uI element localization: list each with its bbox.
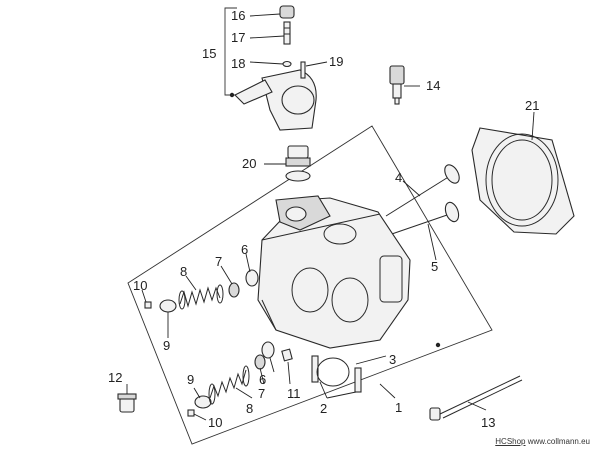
thermostat-cap-16: [279, 5, 295, 19]
screw-19: [300, 61, 306, 79]
callout-9-upper: 9: [163, 338, 170, 353]
valve-5: [385, 201, 460, 237]
callout-13: 13: [481, 415, 495, 430]
pin-11: [281, 348, 293, 362]
callout-5: 5: [431, 259, 438, 274]
dowel-2: [311, 355, 362, 393]
valve-4: [385, 164, 460, 217]
spring-retainer-9-upper: [159, 299, 177, 313]
callout-11: 11: [287, 386, 301, 401]
valve-cotter-10-upper: [144, 301, 152, 309]
callout-9-lower: 9: [187, 372, 194, 387]
callout-8-lower: 8: [246, 401, 253, 416]
callout-15: 15: [202, 46, 216, 61]
spring-seat-7-upper: [228, 282, 240, 298]
watermark: HCShop www.collmann.eu: [495, 437, 590, 446]
callout-3: 3: [389, 352, 396, 367]
valve-spring-8-upper: [178, 284, 224, 310]
oring-3: [316, 357, 350, 387]
callout-6-upper: 6: [241, 242, 248, 257]
valve-seal-6-lower: [261, 341, 275, 359]
callout-20: 20: [242, 156, 256, 171]
callout-7-upper: 7: [215, 254, 222, 269]
spring-retainer-9-lower: [194, 395, 212, 409]
reference-dot-lower: [435, 342, 441, 348]
callout-14: 14: [426, 78, 440, 93]
callout-4: 4: [395, 170, 402, 185]
callout-2: 2: [320, 401, 327, 416]
bleed-screw-17: [283, 21, 291, 45]
watermark-shop: HCShop: [495, 437, 526, 446]
callout-12: 12: [108, 370, 122, 385]
callout-17: 17: [231, 30, 245, 45]
callout-21: 21: [525, 98, 539, 113]
plug-12: [117, 393, 137, 413]
callout-10-upper: 10: [133, 278, 147, 293]
callout-6-lower: 6: [259, 372, 266, 387]
callout-18: 18: [231, 56, 245, 71]
thermostat-housing-15: [234, 69, 317, 131]
callout-10-lower: 10: [208, 415, 222, 430]
callout-16: 16: [231, 8, 245, 23]
head-gasket-21: [471, 127, 575, 235]
callout-1: 1: [395, 400, 402, 415]
callout-19: 19: [329, 54, 343, 69]
temperature-sensor-14: [389, 65, 405, 105]
cylinder-head-1: [257, 195, 411, 349]
valve-seal-6-upper: [245, 269, 259, 287]
callout-7-lower: 7: [258, 386, 265, 401]
valve-spring-8-lower: [208, 365, 250, 405]
reference-dot-upper: [229, 92, 235, 98]
callout-8-upper: 8: [180, 264, 187, 279]
valve-cotter-10-lower: [187, 409, 195, 417]
leader-lines: [126, 13, 535, 421]
oring-18: [282, 60, 292, 68]
thermostat-20: [285, 145, 311, 182]
stud-bolt-13: [429, 375, 523, 421]
spring-seat-7-lower: [254, 354, 266, 370]
watermark-site: www.collmann.eu: [527, 437, 590, 446]
